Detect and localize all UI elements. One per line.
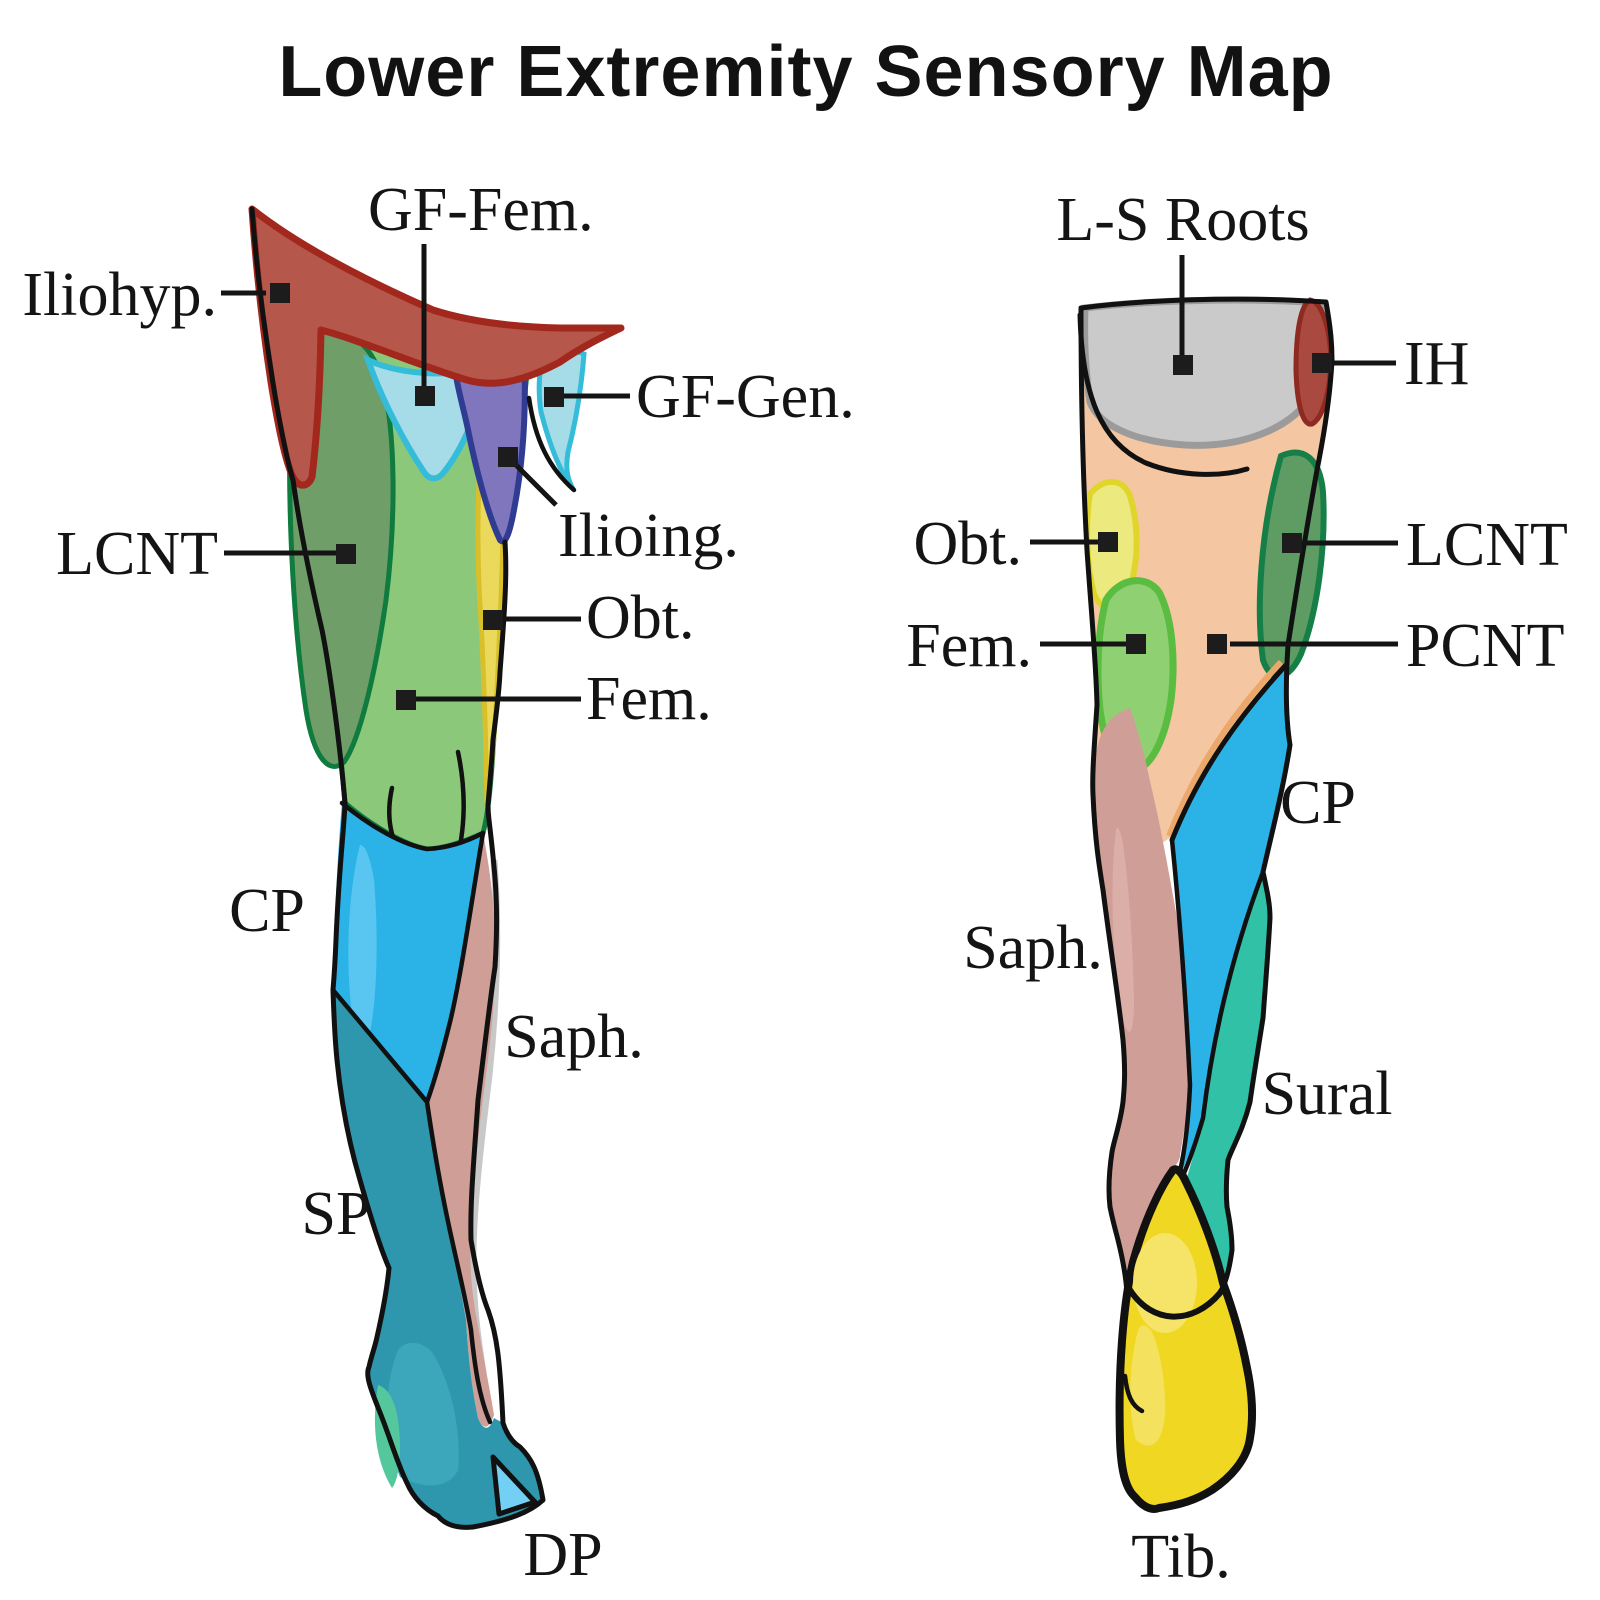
label-iliohyp: Iliohyp. — [22, 261, 217, 329]
posterior-callouts: L-S Roots IH Obt. LCNT Fem. PCNT CP Saph… — [906, 186, 1568, 1591]
label-cp-anterior: CP — [229, 877, 305, 945]
region-deep-peroneal — [490, 1454, 538, 1517]
posterior-leg-illustration — [1077, 296, 1335, 1513]
region-sural — [1186, 872, 1270, 1292]
cp-top-boundary — [1169, 662, 1289, 843]
region-gf-genital — [536, 347, 587, 491]
heel-hook-line — [1122, 1373, 1145, 1414]
label-fem-anterior: Fem. — [586, 665, 712, 733]
ls-roots-marker — [1173, 355, 1193, 375]
label-lcnt-posterior: LCNT — [1406, 511, 1568, 579]
label-cp-posterior: CP — [1280, 769, 1356, 837]
label-obt-posterior: Obt. — [914, 510, 1023, 578]
label-lcnt-anterior: LCNT — [56, 520, 218, 588]
region-common-peroneal-posterior — [1172, 665, 1290, 1182]
label-gf-fem: GF-Fem. — [368, 176, 594, 244]
anterior-leg-illustration — [248, 205, 625, 1530]
label-sp: SP — [302, 1180, 371, 1248]
heel-crease-line — [1127, 1287, 1223, 1320]
label-ih: IH — [1404, 330, 1469, 398]
anterior-leg-outline-left — [249, 206, 546, 1530]
gf-fem-marker — [415, 386, 435, 406]
label-gf-gen: GF-Gen. — [636, 363, 855, 431]
buttock-crease-arc — [1077, 312, 1250, 477]
label-tib: Tib. — [1131, 1523, 1230, 1591]
saph-cp-boundary — [1169, 837, 1193, 1186]
label-ilioing: Ilioing. — [558, 502, 739, 570]
region-lcnt-posterior — [1256, 449, 1327, 680]
iliohyp-marker — [270, 283, 290, 303]
cp-highlight — [348, 845, 377, 1060]
page-title: Lower Extremity Sensory Map — [278, 32, 1333, 112]
ilioing-leader-line — [513, 462, 558, 507]
fem-anterior-marker — [396, 690, 416, 710]
saph-left-boundary — [424, 830, 493, 1425]
label-saph-anterior: Saph. — [504, 1003, 644, 1071]
sp-diagonal-boundary — [330, 987, 430, 1105]
knee-boundary-line — [339, 800, 486, 852]
lcnt-anterior-marker — [336, 544, 356, 564]
cp-orange-accent — [1166, 659, 1284, 838]
obt-posterior-marker — [1098, 532, 1118, 552]
tibial-highlight-lower — [1130, 1325, 1166, 1446]
ih-marker — [1312, 353, 1332, 373]
label-dp: DP — [523, 1521, 602, 1589]
groin-crease-line — [526, 395, 577, 493]
label-fem-posterior: Fem. — [906, 612, 1032, 680]
label-ls-roots: L-S Roots — [1056, 186, 1309, 254]
lcnt-posterior-marker — [1282, 533, 1302, 553]
fem-posterior-marker — [1126, 634, 1146, 654]
posterior-leg-outline-left — [1078, 305, 1130, 1296]
ilioing-marker — [498, 447, 518, 467]
label-sural: Sural — [1262, 1060, 1393, 1128]
label-obt-anterior: Obt. — [586, 584, 695, 652]
label-saph-posterior: Saph. — [963, 914, 1103, 982]
anterior-callouts: Iliohyp. GF-Fem. GF-Gen. Ilioing. LCNT O… — [22, 176, 854, 1589]
pcnt-marker — [1207, 634, 1227, 654]
obt-anterior-marker — [483, 610, 503, 630]
gf-gen-marker — [544, 387, 564, 407]
label-pcnt: PCNT — [1406, 612, 1564, 680]
cp-sural-boundary — [1176, 869, 1266, 1187]
region-saphenous-anterior — [427, 833, 496, 1427]
sp-foot-highlight — [387, 1342, 459, 1486]
